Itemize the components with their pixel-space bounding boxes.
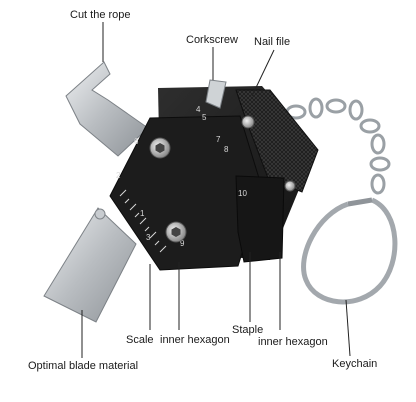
scale-number: 3 bbox=[146, 233, 151, 242]
label-cut-rope: Cut the rope bbox=[70, 9, 131, 21]
label-scale: Scale bbox=[126, 334, 154, 346]
scale-number: 6 bbox=[134, 137, 139, 146]
scale-number: 2 bbox=[116, 171, 121, 180]
scale-number: 10 bbox=[238, 189, 247, 198]
hex-screw-bottom bbox=[165, 221, 187, 243]
engraved-numbers: 2 3 1 9 8 7 6 5 4 10 bbox=[116, 105, 247, 248]
label-nail-file: Nail file bbox=[254, 36, 291, 48]
leader-lines bbox=[81, 22, 351, 358]
hex-body-front bbox=[109, 115, 263, 271]
label-keychain: Keychain bbox=[332, 358, 378, 370]
scale-number: 7 bbox=[216, 135, 221, 144]
label-staple: Staple bbox=[232, 324, 264, 336]
main-blade bbox=[43, 207, 137, 323]
keychain-ring bbox=[301, 197, 398, 305]
label-corkscrew: Corkscrew bbox=[186, 34, 238, 46]
corkscrew-tool bbox=[205, 79, 227, 109]
scale-number: 5 bbox=[202, 113, 207, 122]
scale-number: 4 bbox=[196, 105, 201, 114]
scale-number: 8 bbox=[224, 145, 229, 154]
label-inner-hexagon-right: inner hexagon bbox=[258, 336, 328, 348]
keychain-chain bbox=[285, 97, 391, 195]
scale-number: 9 bbox=[180, 239, 185, 248]
hex-screw-back bbox=[241, 115, 296, 192]
staple-tool bbox=[235, 175, 285, 263]
label-inner-hexagon-left: inner hexagon bbox=[160, 334, 230, 346]
label-optimal-blade: Optimal blade material bbox=[28, 360, 139, 372]
scale-ruler bbox=[119, 189, 167, 253]
scale-number: 1 bbox=[140, 209, 145, 218]
hex-screw-top bbox=[149, 137, 171, 159]
